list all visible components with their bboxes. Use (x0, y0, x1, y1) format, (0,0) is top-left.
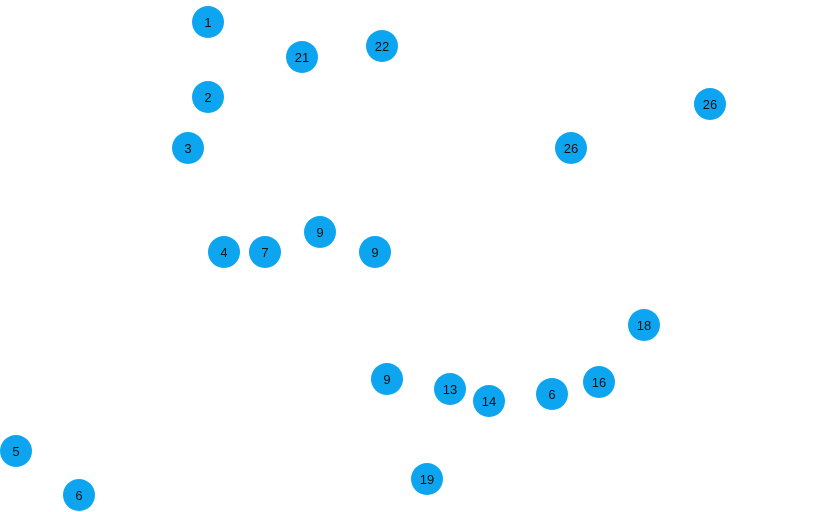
node-9-upper[interactable]: 9 (304, 216, 336, 248)
node-2[interactable]: 2 (192, 81, 224, 113)
node-5[interactable]: 5 (0, 435, 32, 467)
node-26-top[interactable]: 26 (694, 88, 726, 120)
node-4[interactable]: 4 (208, 236, 240, 268)
node-7[interactable]: 7 (249, 236, 281, 268)
node-13[interactable]: 13 (434, 373, 466, 405)
node-6-bottom[interactable]: 6 (63, 479, 95, 511)
node-1[interactable]: 1 (192, 6, 224, 38)
node-9-lower[interactable]: 9 (371, 363, 403, 395)
node-14[interactable]: 14 (473, 385, 505, 417)
node-18[interactable]: 18 (628, 309, 660, 341)
node-3[interactable]: 3 (172, 132, 204, 164)
node-21[interactable]: 21 (286, 41, 318, 73)
node-16[interactable]: 16 (583, 366, 615, 398)
node-19[interactable]: 19 (411, 463, 443, 495)
node-9-right[interactable]: 9 (359, 236, 391, 268)
node-26[interactable]: 26 (555, 132, 587, 164)
node-22[interactable]: 22 (366, 30, 398, 62)
node-6-mid[interactable]: 6 (536, 378, 568, 410)
